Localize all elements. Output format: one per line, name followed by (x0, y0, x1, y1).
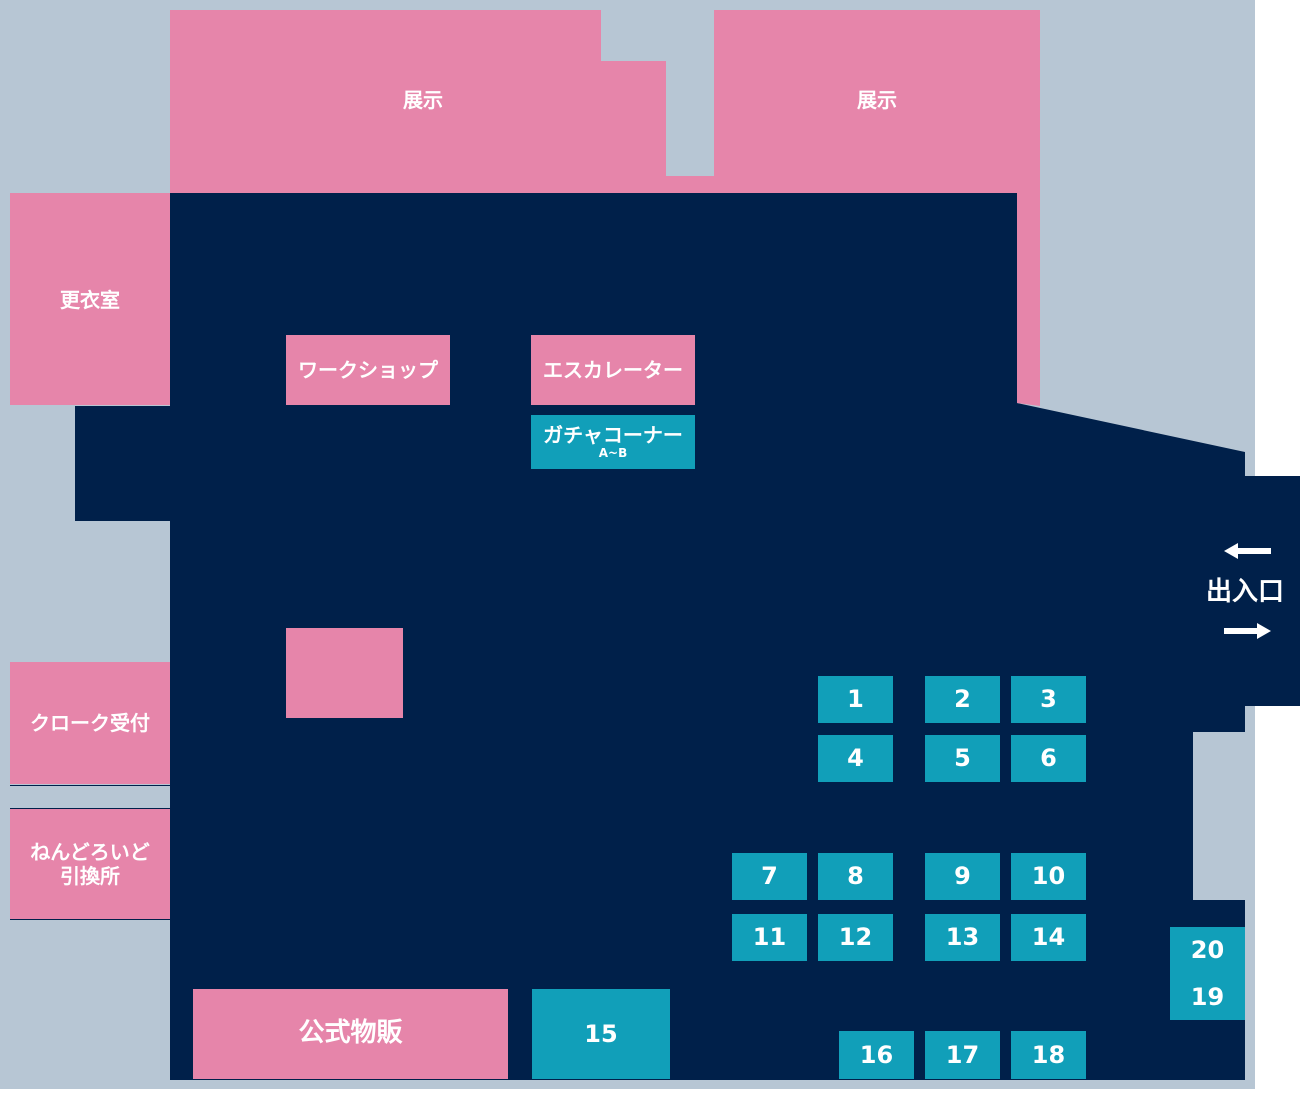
booth-7 (732, 853, 807, 900)
workshop-area (286, 335, 450, 405)
booth-5 (925, 735, 1000, 782)
gacha-area (531, 415, 695, 469)
booth-12 (818, 914, 893, 961)
booth-6 (1011, 735, 1086, 782)
booth-10 (1011, 853, 1086, 900)
booth-14 (1011, 914, 1086, 961)
booth-9 (925, 853, 1000, 900)
booth-3 (1011, 676, 1086, 723)
booth-13 (925, 914, 1000, 961)
changing-room-area (10, 193, 170, 405)
booth-18 (1011, 1031, 1086, 1079)
booth-19-20 (1170, 927, 1245, 1020)
official-goods-area (193, 989, 508, 1079)
booth-1 (818, 676, 893, 723)
booth-11 (732, 914, 807, 961)
booth-2 (925, 676, 1000, 723)
booth-4 (818, 735, 893, 782)
exhibit-right-area (694, 10, 1040, 406)
nendoroid-area (10, 809, 170, 919)
booth-17 (925, 1031, 1000, 1079)
arrow-right-icon (1224, 623, 1271, 639)
booth-16 (839, 1031, 914, 1079)
booth-8 (818, 853, 893, 900)
cloak-area (10, 662, 170, 784)
booth-15 (532, 989, 670, 1079)
arrow-left-icon (1224, 543, 1271, 559)
escalator-area (531, 335, 695, 405)
unlabeled-area (286, 628, 403, 718)
exhibit-left-area (170, 10, 666, 193)
